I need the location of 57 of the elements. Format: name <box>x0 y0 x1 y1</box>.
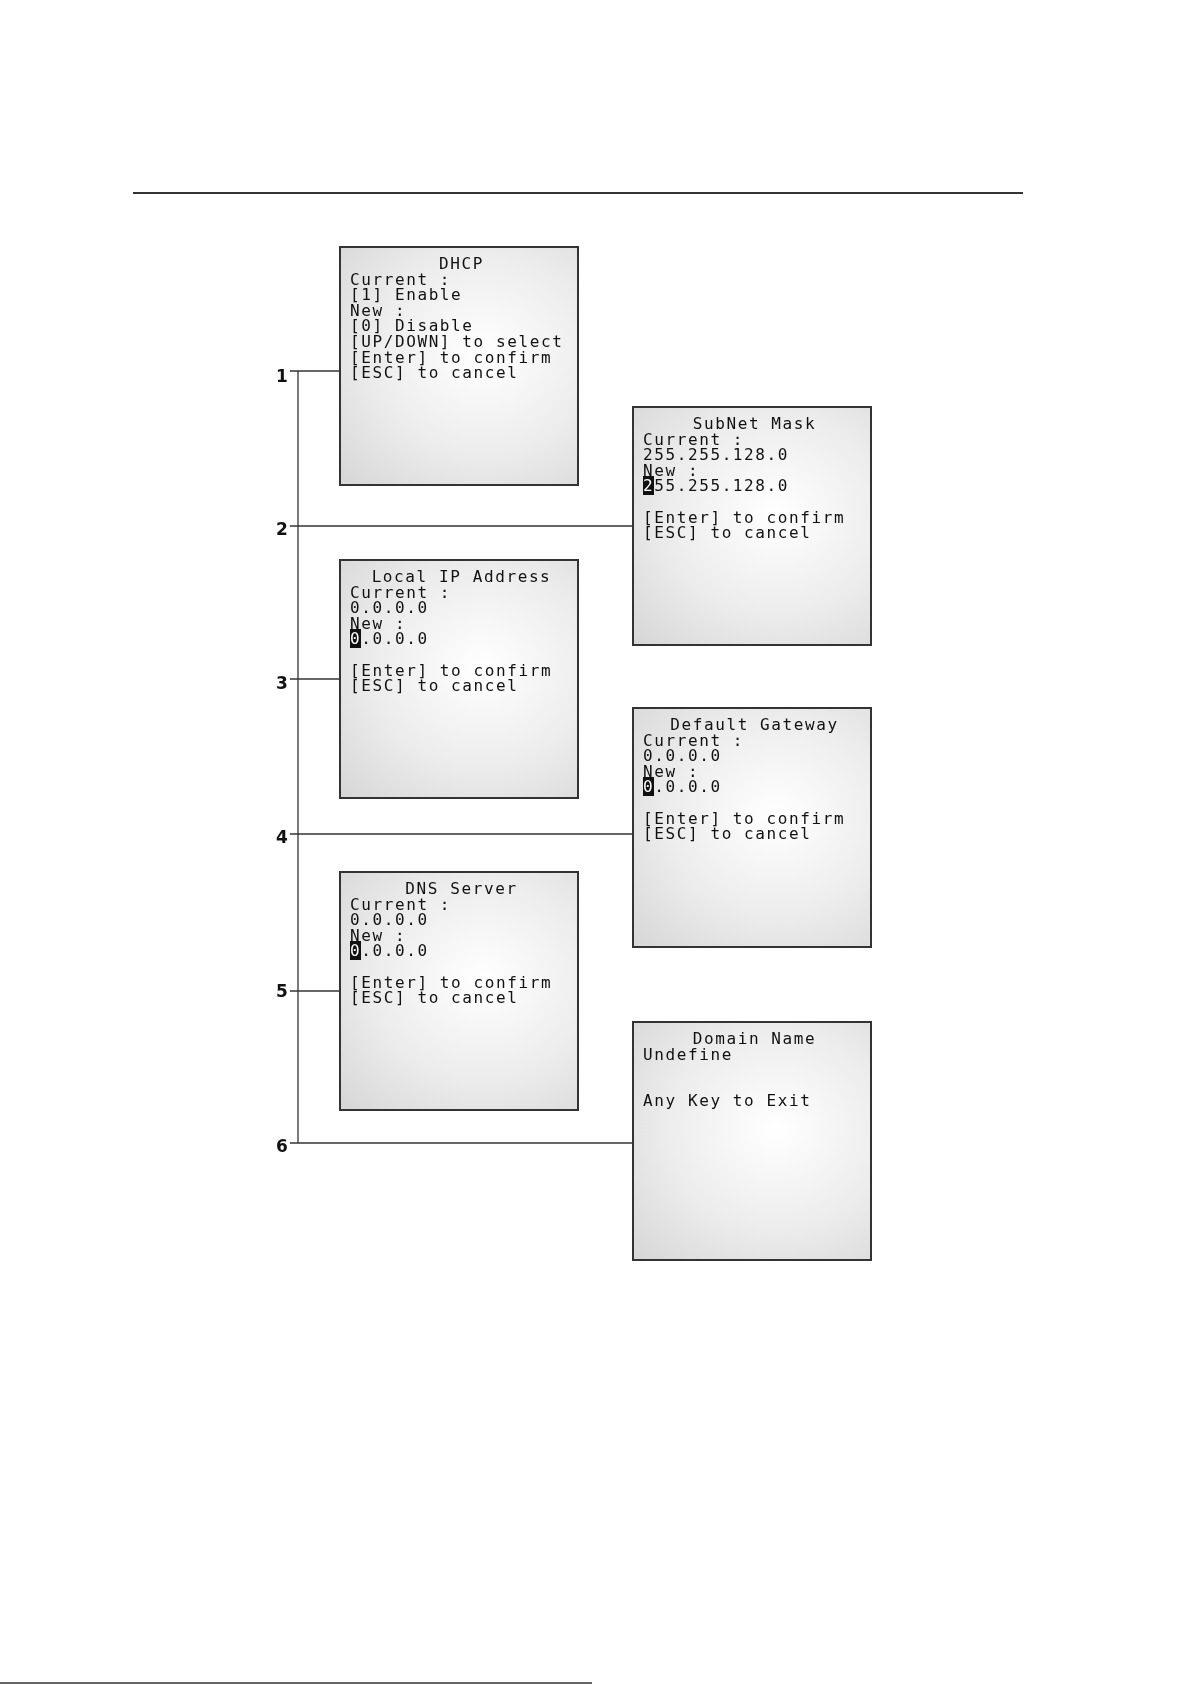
screen-text-line: 255.255.128.0 <box>643 478 790 494</box>
screen-text-line: 255.255.128.0 <box>643 447 790 463</box>
display-screen <box>632 707 872 948</box>
screen-text-line: New : <box>350 927 407 944</box>
callout-number: 3 <box>276 673 288 693</box>
screen-text-line: [UP/DOWN] to select <box>350 333 564 350</box>
leader-line <box>289 1142 633 1144</box>
screen-text-line: [1] Enable <box>350 287 463 303</box>
screen-text-line: [Enter] to confirm <box>350 662 553 679</box>
screen-text-line: [ESC] to cancel <box>350 678 519 694</box>
display-screen <box>632 1021 872 1261</box>
screen-title: Domain Name <box>692 1031 817 1047</box>
screen-text-line: [Enter] to confirm <box>350 349 553 366</box>
callout-number: 5 <box>276 981 288 1001</box>
leader-line <box>289 525 633 527</box>
display-screen <box>339 559 579 799</box>
leader-line <box>289 370 340 372</box>
display-screen <box>339 246 579 486</box>
screen-title: SubNet Mask <box>692 416 817 432</box>
screen-text-line: New : <box>350 302 407 319</box>
screen-text-line: [Enter] to confirm <box>643 810 846 827</box>
screen-text-line: Current : <box>350 271 452 288</box>
screen-title: Default Gateway <box>670 717 839 733</box>
screen-text-line: [ESC] to cancel <box>643 826 812 842</box>
callout-number: 2 <box>276 519 288 539</box>
screen-text-line: 0.0.0.0 <box>350 943 429 959</box>
screen-text-line: Any Key to Exit <box>643 1093 812 1109</box>
screen-title: Local IP Address <box>371 569 552 585</box>
callout-number: 1 <box>276 366 288 386</box>
leader-line <box>289 990 340 992</box>
screen-text-line: Current : <box>643 431 745 448</box>
display-screen <box>339 871 579 1111</box>
screen-text-line: 0.0.0.0 <box>643 748 722 764</box>
screen-text-line: New : <box>350 615 407 632</box>
screen-text-line: Undefine <box>643 1046 733 1063</box>
screen-text-line: Current : <box>350 584 452 601</box>
screen-text-line: [ESC] to cancel <box>350 990 519 1006</box>
leader-line <box>289 678 340 680</box>
leader-line <box>289 833 633 835</box>
screen-text-line: [Enter] to confirm <box>350 974 553 991</box>
screen-text-line: Current : <box>350 896 452 913</box>
callout-number: 4 <box>276 827 288 847</box>
screen-text-line: 0.0.0.0 <box>350 600 429 616</box>
screen-title: DNS Server <box>405 881 518 897</box>
screen-text-line: New : <box>643 763 700 780</box>
screen-text-line: 0.0.0.0 <box>350 631 429 647</box>
screen-text-line: [ESC] to cancel <box>350 365 519 381</box>
display-screen <box>632 406 872 646</box>
screen-text-line: [Enter] to confirm <box>643 509 846 526</box>
screen-text-line: 0.0.0.0 <box>350 912 429 928</box>
screen-text-line: [0] Disable <box>350 318 474 334</box>
screen-text-line: New : <box>643 462 700 479</box>
callout-number: 6 <box>276 1136 288 1156</box>
screen-text-line: [ESC] to cancel <box>643 525 812 541</box>
screen-title: DHCP <box>439 256 484 272</box>
screen-text-line: Current : <box>643 732 745 749</box>
screen-text-line: 0.0.0.0 <box>643 779 722 795</box>
